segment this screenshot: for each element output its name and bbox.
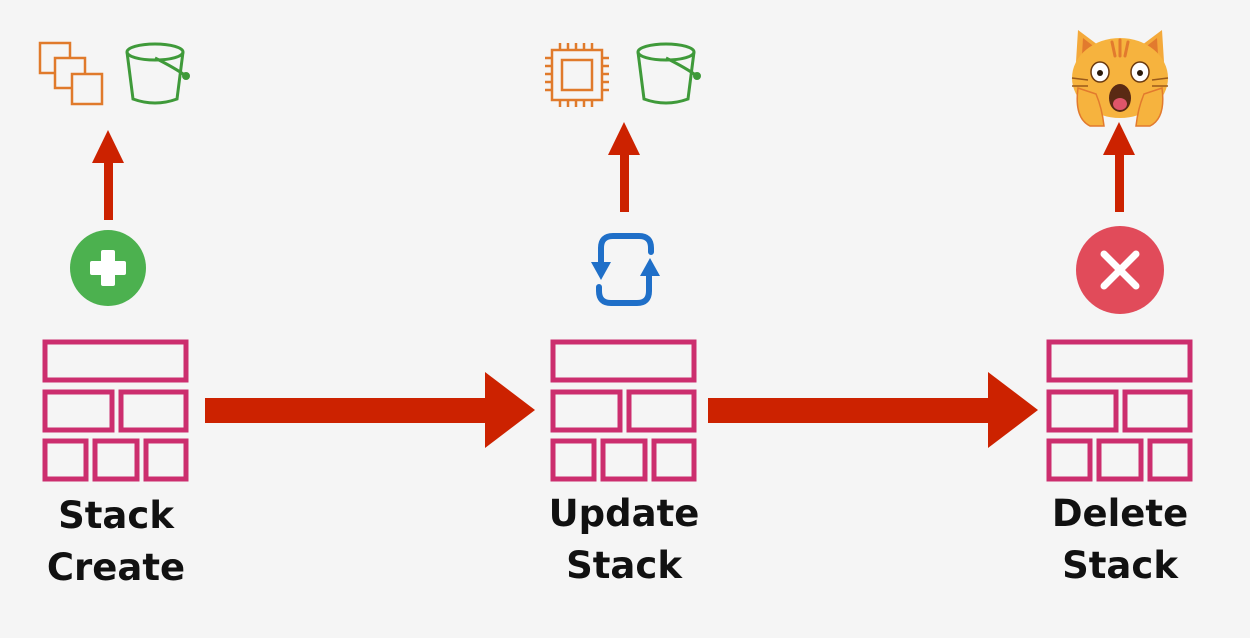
label-update-line1: Update <box>548 492 700 535</box>
stack-icon-create <box>42 339 189 482</box>
label-delete-line1: Delete <box>1051 492 1189 535</box>
bucket-icon-create <box>125 42 190 105</box>
label-create-line1: Stack <box>58 494 174 537</box>
flow-arrow-update-to-delete <box>708 372 1038 448</box>
label-stack-create: Stack Create <box>0 490 246 594</box>
label-delete-line2: Stack <box>1062 544 1178 587</box>
label-update-stack: Update Stack <box>494 488 754 592</box>
flow-arrow-create-to-update <box>205 372 535 448</box>
screaming-cat-emoji <box>1071 30 1169 127</box>
stack-icon-update <box>550 339 697 482</box>
x-circle-icon <box>1076 226 1164 314</box>
up-arrow-create <box>92 130 124 220</box>
up-arrow-delete <box>1103 122 1135 212</box>
label-create-line2: Create <box>46 546 186 589</box>
bucket-icon-update <box>636 42 701 105</box>
stack-icon-delete <box>1046 339 1193 482</box>
label-delete-stack: Delete Stack <box>990 488 1250 592</box>
refresh-icon <box>591 233 660 306</box>
stacked-squares-icon <box>38 41 104 106</box>
up-arrow-update <box>608 122 640 212</box>
plus-circle-icon <box>70 230 146 306</box>
chip-icon <box>545 43 609 107</box>
label-update-line2: Stack <box>566 544 682 587</box>
